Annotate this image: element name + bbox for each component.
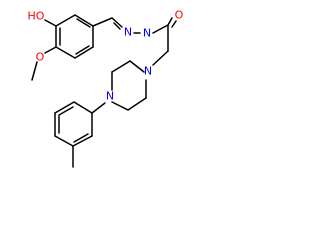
piperazine-bond: [111, 60, 131, 73]
ring-bond: [74, 46, 94, 59]
ring-bond: [54, 135, 74, 147]
piperazine-nitrogen-top-label: N: [144, 65, 152, 78]
chain-bond: [152, 24, 169, 34]
ring-bond: [72, 135, 93, 147]
hydroxyl-bond: [44, 19, 57, 27]
imine-double-bond: [111, 17, 123, 28]
piperazine-bond: [127, 97, 147, 111]
ring-bond: [55, 14, 76, 27]
methoxy-oxygen-label: O: [36, 51, 45, 64]
ring-bond: [73, 101, 93, 114]
piperazine-bond: [111, 101, 129, 111]
methoxy-bond: [44, 46, 57, 54]
ring-bond-double: [73, 133, 89, 143]
atom-label-layer: HO O N N O N N: [28, 9, 184, 103]
hydrazide-nitrogen-label: N: [143, 27, 151, 40]
ring-bond-double: [76, 18, 91, 28]
piperazine-bond: [129, 60, 145, 73]
ring-bond: [74, 14, 94, 27]
structure-canvas: HO O N N O N N: [27, 8, 184, 168]
molecule-structure: HO O N N O N N: [28, 9, 184, 168]
ring-bond-double: [75, 45, 90, 55]
imine-nitrogen-label: N: [124, 26, 132, 39]
ring-bond: [55, 46, 76, 59]
hydroxyl-label: HO: [28, 10, 45, 23]
carbonyl-oxygen-label: O: [175, 9, 184, 22]
imine-double-bond: [113, 22, 121, 30]
carbonyl-double-bond: [167, 17, 173, 26]
ring-bond: [54, 101, 75, 114]
bond-layer: [31, 14, 177, 168]
piperazine-nitrogen-bottom-label: N: [106, 90, 114, 103]
carbonyl-double-bond: [171, 20, 177, 28]
chain-bond: [152, 50, 169, 66]
chain-bond: [92, 17, 113, 27]
methyl-bond: [31, 61, 38, 81]
aryl-n-bond: [91, 102, 106, 114]
ring-bond-double: [58, 106, 74, 116]
